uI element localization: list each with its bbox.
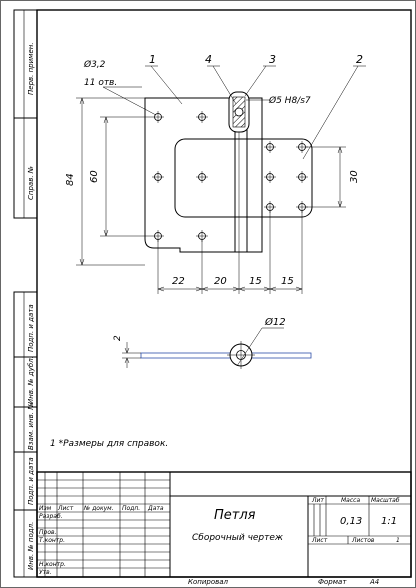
dim-thickness-2: 2 (113, 335, 123, 341)
dim-30: 30 (349, 170, 360, 183)
tb-sheets-value: 1 (396, 537, 400, 544)
tb-role-ncontrol: Н.контр. (39, 561, 66, 568)
dim-84: 84 (65, 173, 76, 186)
tb-header-docnum: № докум. (83, 505, 114, 512)
tb-scale-label: Масштаб (371, 497, 400, 504)
pin-section (228, 91, 250, 133)
footer-format-value: A4 (369, 578, 379, 586)
tb-sheet-label: Лист (311, 537, 328, 544)
centre-marks (152, 111, 308, 242)
hole-dia-label: Ø3,2 (83, 59, 106, 70)
drawing-subtitle: Сборочный чертеж (192, 533, 284, 543)
drawing-title: Петля (214, 508, 256, 523)
dim-15-a: 15 (249, 276, 262, 287)
right-dimension (306, 146, 346, 208)
stamp-first-use: Перв. примен. (27, 42, 35, 95)
plate-part-1 (144, 97, 263, 253)
dim-15-b: 15 (281, 276, 294, 287)
stamp-replace-inv: Взам. инв. № (27, 402, 35, 450)
section-view: Ø12 2 (113, 316, 312, 369)
fit-label: Ø5 H8/s7 (268, 95, 311, 106)
tb-header-sheet: Лист (57, 505, 74, 512)
dim-22: 22 (172, 276, 185, 287)
position-4: 4 (205, 53, 212, 66)
position-1: 1 (149, 53, 156, 66)
tb-header-sign: Подп. (122, 505, 140, 512)
left-bottom-stamp: Подп. и дата Инв. № дубл. Взам. инв. № П… (13, 291, 38, 578)
stamp-dup-inv: Инв. № дубл. (27, 356, 35, 404)
tb-role-developer: Разраб. (39, 513, 63, 520)
title-block: Изм Лист № докум. Подп. Дата Разраб. Про… (36, 471, 412, 578)
position-3: 3 (269, 53, 276, 66)
hole-count-label: 11 отв. (84, 78, 117, 88)
tb-scale-value: 1:1 (381, 516, 397, 527)
note-1: 1 *Размеры для справок. (50, 439, 168, 449)
stamp-sign-date-1: Подп. и дата (27, 304, 35, 352)
vertical-dimensions (76, 97, 152, 266)
footer-copied: Копировал (188, 578, 229, 586)
drawing-frame (36, 9, 412, 578)
stamp-orig-inv: Инв. № подл. (27, 522, 35, 570)
dia-12-leader (236, 327, 263, 367)
thickness-dimension (122, 342, 141, 368)
section-strip (140, 352, 312, 359)
tb-header-date: Дата (147, 505, 164, 512)
tb-role-tcontrol: Т.контр. (39, 537, 65, 544)
dim-60: 60 (89, 170, 100, 183)
stamp-sign-date-2: Подп. и дата (27, 457, 35, 505)
tb-header-change: Изм (39, 505, 52, 512)
footer-format-label: Формат (318, 578, 347, 586)
tb-lit-label: Лит (311, 497, 324, 504)
stamp-ref-number: Справ. № (27, 166, 35, 200)
tb-mass-label: Масса (341, 497, 360, 504)
wing-part-2 (174, 138, 313, 218)
bottom-dimensions (157, 132, 303, 294)
dim-dia-12: Ø12 (264, 316, 286, 328)
tb-role-checker: Пров. (39, 529, 57, 536)
position-leaders (102, 65, 366, 160)
tb-mass-value: 0,13 (340, 516, 362, 527)
position-2: 2 (356, 53, 363, 66)
left-top-stamp: Перв. примен. Справ. № (13, 9, 38, 219)
dim-20: 20 (214, 276, 227, 287)
tb-role-approved: Утв. (39, 569, 52, 576)
main-view: Ø3,2 11 отв. 1 4 3 2 Ø5 H8/s7 84 60 (65, 53, 366, 294)
tb-sheets-label: Листов (351, 537, 375, 544)
